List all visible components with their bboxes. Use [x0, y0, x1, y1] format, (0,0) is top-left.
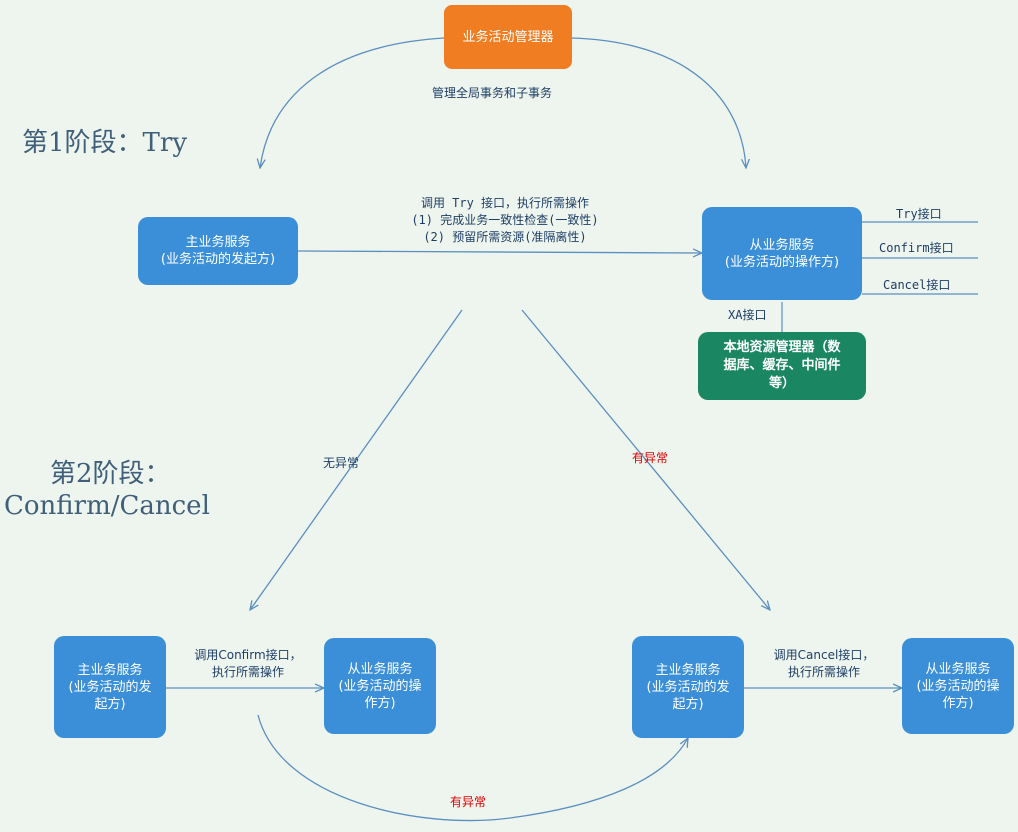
- confirm-call-line-2: 执行所需操作: [211, 665, 284, 679]
- cancel-call-line-1: 调用Cancel接口，: [773, 648, 875, 662]
- bottom-left-main-service-node: 主业务服务 (业务活动的发 起方): [54, 636, 166, 738]
- local-rm-line-1: 本地资源管理器（数: [723, 340, 841, 355]
- br-sub-line-1: 从业务服务: [925, 661, 991, 677]
- bl-main-line-1: 主业务服务: [77, 662, 143, 678]
- manager-caption: 管理全局事务和子事务: [432, 86, 553, 100]
- cancel-call-description: 调用Cancel接口， 执行所需操作: [756, 647, 892, 681]
- transaction-manager-node: 业务活动管理器: [444, 5, 572, 69]
- confirm-interface-label: Confirm接口: [879, 241, 954, 255]
- bl-sub-line-3: 作方): [364, 695, 396, 711]
- bottom-right-sub-service-node: 从业务服务 (业务活动的操 作方): [902, 638, 1014, 734]
- sub-service-title: 从业务服务: [749, 237, 815, 253]
- br-sub-line-2: (业务活动的操: [916, 678, 1000, 694]
- bottom-exception-label: 有异常: [450, 795, 487, 809]
- bl-main-line-3: 起方): [94, 696, 126, 712]
- br-main-line-2: (业务活动的发: [646, 679, 730, 695]
- local-rm-line-3: 等）: [768, 376, 795, 391]
- no-exception-arrow: [250, 309, 463, 610]
- sub-service-subtitle: (业务活动的操作方): [724, 254, 840, 270]
- transaction-manager-label: 业务活动管理器: [462, 29, 554, 45]
- bl-sub-line-2: (业务活动的操: [338, 678, 422, 694]
- try-call-description: 调用 Try 接口，执行所需操作 (1) 完成业务一致性检查(一致性) (2) …: [380, 195, 630, 246]
- xa-interface-label: XA接口: [728, 308, 767, 322]
- has-exception-label: 有异常: [632, 451, 669, 465]
- br-main-line-3: 起方): [672, 696, 704, 712]
- bottom-left-sub-service-node: 从业务服务 (业务活动的操 作方): [324, 638, 436, 734]
- stage-2-line-1: 第2阶段：: [50, 459, 171, 489]
- try-call-line-2: (1) 完成业务一致性检查(一致性): [411, 213, 599, 227]
- confirm-failure-arrow: [257, 714, 688, 822]
- confirm-call-description: 调用Confirm接口， 执行所需操作: [180, 647, 316, 681]
- confirm-call-line-1: 调用Confirm接口，: [194, 648, 302, 662]
- try-call-arrow: [297, 251, 702, 253]
- main-service-node: 主业务服务 (业务活动的发起方): [138, 217, 298, 285]
- no-exception-label: 无异常: [323, 456, 360, 470]
- local-resource-manager-node: 本地资源管理器（数 据库、缓存、中间件 等）: [698, 332, 866, 400]
- stage-1-text: 第1阶段：Try: [22, 128, 188, 158]
- manager-to-sub-arrow: [571, 37, 746, 168]
- stage-2-label: 第2阶段： Confirm/Cancel: [4, 458, 210, 522]
- main-service-subtitle: (业务活动的发起方): [160, 252, 276, 267]
- cancel-interface-label: Cancel接口: [883, 278, 951, 292]
- local-rm-line-2: 据库、缓存、中间件: [723, 358, 841, 373]
- try-call-line-1: 调用 Try 接口，执行所需操作: [420, 196, 590, 210]
- br-main-line-1: 主业务服务: [655, 662, 721, 678]
- has-exception-arrow: [521, 309, 770, 610]
- manager-to-main-arrow: [260, 37, 445, 168]
- try-call-line-3: (2) 预留所需资源(准隔离性): [423, 230, 587, 244]
- bl-main-line-2: (业务活动的发: [68, 679, 152, 695]
- try-interface-label: Try接口: [896, 207, 942, 221]
- bl-sub-line-1: 从业务服务: [347, 661, 413, 677]
- stage-1-label: 第1阶段：Try: [22, 127, 187, 159]
- cancel-call-line-2: 执行所需操作: [787, 665, 860, 679]
- stage-2-line-2: Confirm/Cancel: [4, 491, 210, 521]
- br-sub-line-3: 作方): [942, 695, 974, 711]
- bottom-right-main-service-node: 主业务服务 (业务活动的发 起方): [632, 636, 744, 738]
- main-service-title: 主业务服务: [185, 235, 251, 250]
- sub-service-node: 从业务服务 (业务活动的操作方): [702, 207, 862, 300]
